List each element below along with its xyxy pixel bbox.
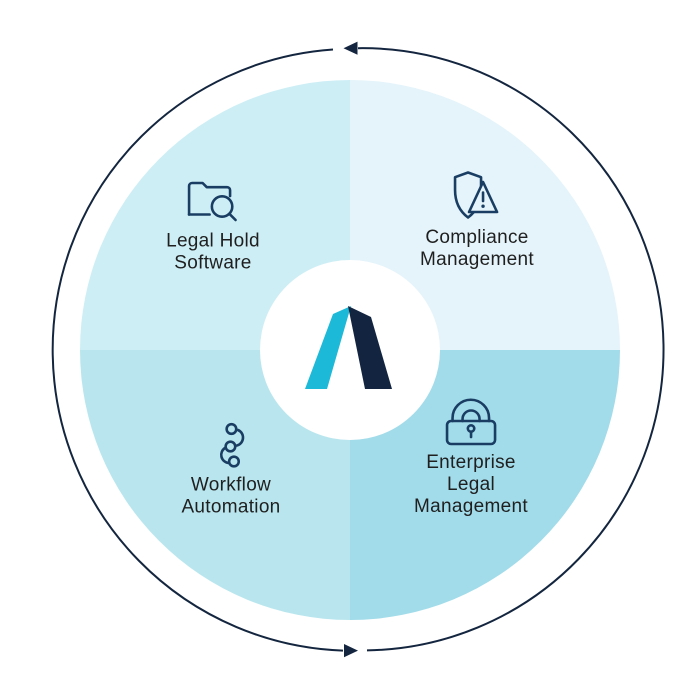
lambda-a-logo xyxy=(305,306,392,389)
logo-right-stroke xyxy=(348,306,392,389)
logo-left-stroke xyxy=(305,306,351,389)
center-disc xyxy=(260,260,440,440)
arrowhead-right-icon xyxy=(344,644,358,658)
quadrant-wedge-workflow xyxy=(80,350,350,620)
padlock-icon xyxy=(445,398,497,446)
quadrant-workflow: Workflow Automation xyxy=(181,422,280,519)
quadrant-label-workflow: Workflow Automation xyxy=(181,474,281,518)
cycle-arc-right xyxy=(357,47,665,652)
quadrant-legal-hold: Legal Hold Software xyxy=(166,180,260,275)
cycle-arc-left xyxy=(51,48,344,652)
quadrant-enterprise: Enterprise Legal Management xyxy=(414,396,528,518)
quadrant-label-enterprise: Enterprise Legal Management xyxy=(414,452,528,517)
quadrant-wedge-enterprise xyxy=(350,350,620,620)
folder-search-icon xyxy=(187,181,237,222)
quadrant-label-legal-hold: Legal Hold Software xyxy=(166,230,260,274)
quadrant-label-compliance: Compliance Management xyxy=(420,227,534,270)
workflow-nodes-icon xyxy=(219,422,244,468)
quadrant-wedge-compliance xyxy=(350,80,620,350)
shield-alert-icon xyxy=(453,171,499,219)
quadrant-compliance: Compliance Management xyxy=(420,171,534,271)
arrowhead-left-icon xyxy=(343,41,358,55)
